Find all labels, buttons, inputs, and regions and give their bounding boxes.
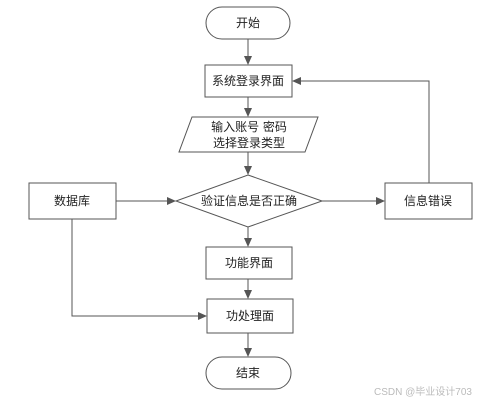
database-node: 数据库 [28, 182, 117, 220]
end-node: 结束 [205, 356, 292, 390]
edges [71, 38, 430, 357]
error-info-node: 信息错误 [384, 182, 473, 220]
database-label: 数据库 [54, 193, 90, 208]
start-label: 开始 [236, 16, 260, 30]
login-page-node: 系统登录界面 [204, 64, 293, 98]
error-info-label: 信息错误 [404, 193, 452, 208]
function-page-label: 功能界面 [225, 256, 273, 270]
edge-database-to-processing [71, 219, 207, 320]
edge-error-to-login [292, 77, 430, 183]
function-page-node: 功能界面 [205, 246, 293, 280]
input-label-line1: 输入账号 密码 [211, 119, 287, 134]
end-label: 结束 [236, 366, 260, 380]
processing-page-label: 功处理面 [226, 309, 274, 323]
watermark: CSDN @毕业设计703 [374, 387, 472, 398]
verify-label: 验证信息是否正确 [201, 193, 297, 208]
verify-decision-node: 验证信息是否正确 [174, 174, 324, 228]
start-node: 开始 [205, 6, 291, 40]
input-label-line2: 选择登录类型 [213, 135, 285, 150]
processing-page-node: 功处理面 [206, 298, 294, 334]
input-node: 输入账号 密码 选择登录类型 [178, 116, 319, 153]
login-page-label: 系统登录界面 [212, 73, 284, 88]
